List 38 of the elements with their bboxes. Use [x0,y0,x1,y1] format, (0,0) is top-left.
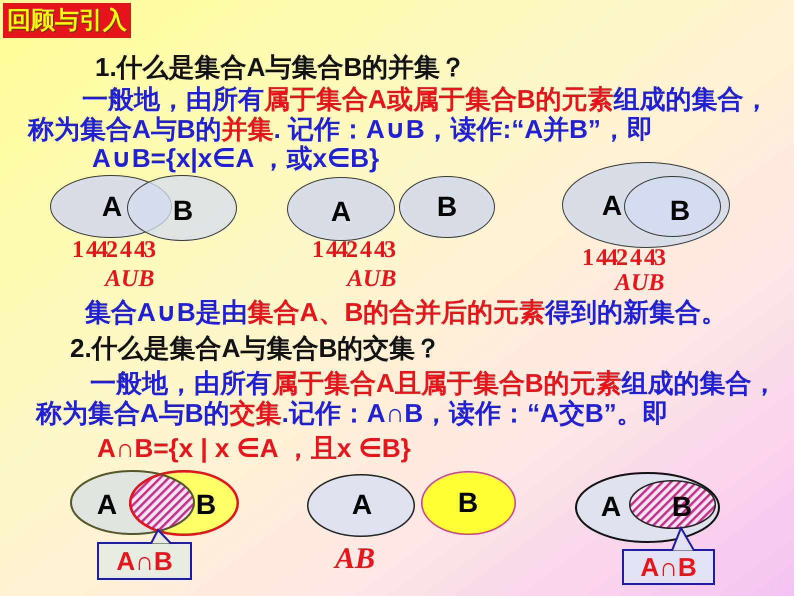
ellipse [421,471,516,535]
set-label: B [196,490,216,520]
set-label: A [600,492,622,522]
ellipse [399,176,495,238]
formula: A∪B={x|x∈A ，或x∈B} [92,143,380,173]
brace-glyphs: 1 442 4 43 [582,246,664,270]
ellipse [562,162,730,248]
set-label: A [330,197,352,227]
set-label: A [96,490,118,520]
sentence: 集合A∪B是由集合A、B的合并后的元素得到的新集合。 [85,297,728,327]
hatched-region [129,473,195,532]
set-label: A [102,192,122,222]
expression-label: AUB [347,265,396,294]
title-banner: 回顾与引入 [3,3,131,38]
set-label: B [458,488,478,518]
set-label: A [602,191,622,221]
callout-pointer [150,528,172,544]
ellipse [127,175,237,241]
brace-glyphs: 1 442 4 43 [72,238,154,262]
ellipse [307,474,415,537]
ellipse [629,480,716,529]
expression-label: AUB [105,265,154,294]
formula: A∩B={x | x ∈A ，且x ∈B} [97,433,411,463]
brace-glyphs: 1 442 4 43 [312,238,394,262]
paragraph: 一般地，由所有属于集合A且属于集合B的元素组成的集合，称为集合A与B的交集.记作：A∩B，读作：“A交B”。即 [36,368,779,428]
heading: 2.什么是集合A与集合B的交集？ [70,333,442,363]
ellipse [575,472,720,543]
set-label: A [352,490,372,520]
expression-label: AUB [615,269,664,298]
expression-label: AB [335,544,376,574]
ellipse [287,177,395,241]
callout-pointer [671,526,695,552]
set-label: B [670,196,690,226]
paragraph: 一般地，由所有属于集合A或属于集合B的元素组成的集合，称为集合A与B的并集. 记作：A∪B，读作:“A并B”，即 [28,84,771,144]
set-label: B [172,196,194,226]
set-label: B [436,192,458,222]
ellipse [624,176,721,237]
heading: 1.什么是集合A与集合B的并集？ [95,52,466,82]
